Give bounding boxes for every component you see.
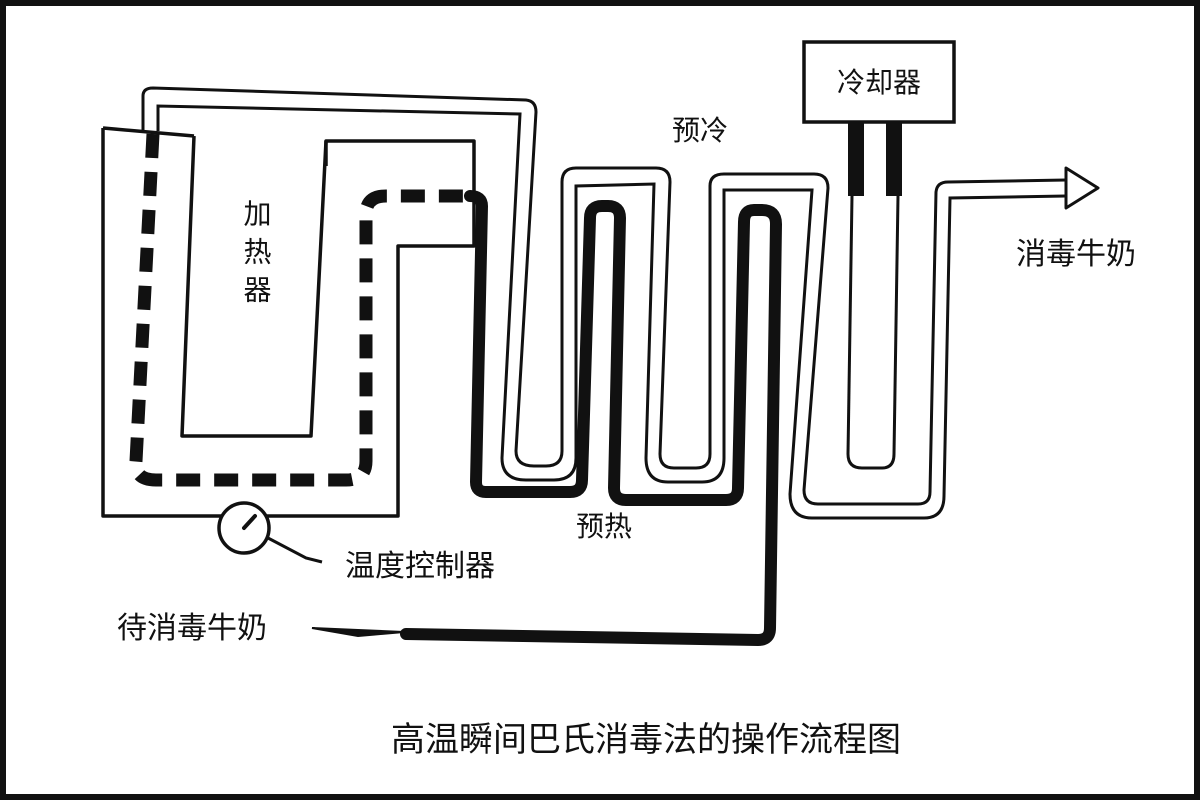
thermostat-label: 温度控制器 xyxy=(345,549,495,584)
cooler-pipe-right xyxy=(886,122,902,196)
diagram-title: 高温瞬间巴氏消毒法的操作流程图 xyxy=(391,720,901,760)
cooler-box xyxy=(802,40,956,124)
sterilized-milk-label: 消毒牛奶 xyxy=(1016,237,1136,272)
return-pipe-inner xyxy=(156,104,1067,520)
raw-milk-label: 待消毒牛奶 xyxy=(117,611,267,646)
outlet-arrow-icon xyxy=(1064,166,1100,210)
heater-label-char-1: 加热器 xyxy=(240,199,273,313)
incoming-milk-pipe xyxy=(400,190,782,646)
preheat-label: 预热 xyxy=(576,510,632,543)
pasteurization-flow-diagram: 加热器 预冷 预热 冷却器 消毒牛奶 温度控制器 待消毒牛奶 高温瞬间巴氏消毒法… xyxy=(101,40,1136,760)
heater-inner-wall xyxy=(180,135,328,438)
return-pipe-outer xyxy=(141,86,1067,506)
cooler-label: 冷却器 xyxy=(837,66,921,99)
heater-outer-wall-left-top xyxy=(102,126,195,138)
cooler-return-line-left xyxy=(846,195,854,455)
precool-label: 预冷 xyxy=(672,114,728,147)
heater-outer-wall xyxy=(101,128,476,518)
heater-dashed-channel xyxy=(129,133,468,487)
thermostat-leader-line xyxy=(267,536,323,564)
inlet-arrow-icon xyxy=(311,627,405,638)
thermostat-needle xyxy=(242,514,257,530)
cooler-bottom-loop xyxy=(846,453,896,470)
cooler-return-line-right xyxy=(892,195,900,455)
cooler-pipe-left xyxy=(848,122,864,196)
